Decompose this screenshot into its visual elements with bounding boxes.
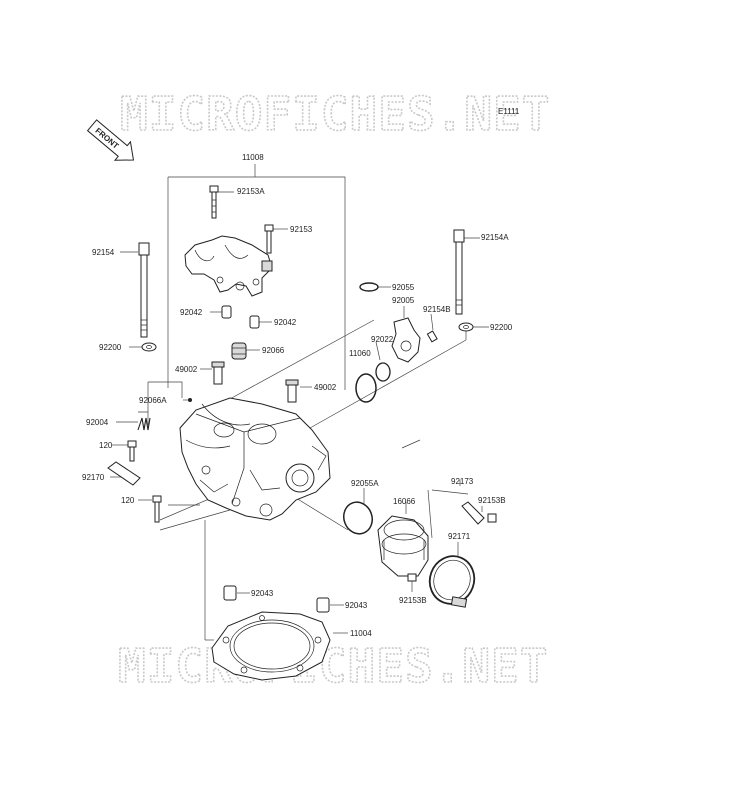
label-92043-b: 92043 xyxy=(345,601,368,610)
label-92022: 92022 xyxy=(371,335,394,344)
seal-92066: 92066 xyxy=(231,342,285,360)
label-92042-b: 92042 xyxy=(274,318,297,327)
dowel-pin-92042-b: 92042 xyxy=(249,315,297,329)
label-92066A: 92066A xyxy=(139,396,167,405)
plug-49002-b: 49002 xyxy=(285,379,337,403)
intake-pipe-16066: 16066 xyxy=(377,497,429,577)
label-120-a: 120 xyxy=(99,441,113,450)
bolt-120-b: 120 xyxy=(121,495,162,523)
stud-bolt-92154A: 92154A xyxy=(453,229,509,315)
label-92200-a: 92200 xyxy=(99,343,122,352)
label-92005: 92005 xyxy=(392,296,415,305)
bolt-92153: 92153 xyxy=(264,224,313,254)
spring-92004: 92004 xyxy=(86,417,151,431)
label-92055A: 92055A xyxy=(351,479,379,488)
label-11008: 11008 xyxy=(242,153,264,162)
dowel-pin-92043-a: 92043 xyxy=(223,585,274,601)
assembly-bracket-11008: 11008 xyxy=(167,153,346,506)
label-92154B: 92154B xyxy=(423,305,451,314)
o-ring-92055: 92055 xyxy=(359,282,415,292)
washer-92200-a: 92200 xyxy=(99,342,157,352)
stud-bolt-92154: 92154 xyxy=(92,242,150,338)
label-92154: 92154 xyxy=(92,248,115,257)
cylinder-head xyxy=(179,397,331,521)
label-49002-b: 49002 xyxy=(314,383,337,392)
head-gasket-11004: 11004 xyxy=(211,611,372,681)
label-92043-a: 92043 xyxy=(251,589,274,598)
watermark-bottom: MICROFICHES.NET xyxy=(118,639,548,693)
screw-92153B-right: 92153B xyxy=(478,496,506,523)
diagram-code: E1111 xyxy=(498,107,520,116)
plug-49002-a: 49002 xyxy=(175,361,225,385)
o-ring-92055A: 92055A xyxy=(343,479,379,535)
bolt-92153A: 92153A xyxy=(209,185,265,219)
label-92200-b: 92200 xyxy=(490,323,513,332)
label-92154A: 92154A xyxy=(481,233,509,242)
label-49002-a: 49002 xyxy=(175,365,198,374)
label-92055: 92055 xyxy=(392,283,415,292)
label-92042-a: 92042 xyxy=(180,308,203,317)
label-92153: 92153 xyxy=(290,225,313,234)
pin-92066A: 92066A xyxy=(139,396,192,405)
bolt-92154B: 92154B xyxy=(423,305,451,343)
camshaft-holder xyxy=(184,235,273,297)
watermark-top: MICROFICHES.NET xyxy=(120,87,550,141)
clamp-92171: 92171 xyxy=(428,532,476,608)
fitting-92005: 92005 xyxy=(391,296,421,363)
gasket-92022: 92022 xyxy=(371,335,394,382)
label-92153B-bottom: 92153B xyxy=(399,596,427,605)
leader-lines xyxy=(110,191,489,641)
dowel-pin-92043-b: 92043 xyxy=(316,597,368,613)
label-92153A: 92153A xyxy=(237,187,265,196)
label-16066: 16066 xyxy=(393,497,416,506)
bolt-120-a: 120 xyxy=(99,440,137,462)
label-120-b: 120 xyxy=(121,496,135,505)
guide-92170: 92170 xyxy=(82,461,141,486)
label-92171: 92171 xyxy=(448,532,471,541)
label-92153B-right: 92153B xyxy=(478,496,506,505)
screw-92153B-bottom: 92153B xyxy=(399,573,427,605)
label-92066: 92066 xyxy=(262,346,285,355)
label-92004: 92004 xyxy=(86,418,109,427)
dowel-pin-92042-a: 92042 xyxy=(180,305,232,319)
label-11004: 11004 xyxy=(350,629,372,638)
label-92173: 92173 xyxy=(451,477,474,486)
washer-92200-b: 92200 xyxy=(458,322,513,332)
o-ring-11060: 11060 xyxy=(349,349,377,403)
bracket-92173: 92173 xyxy=(451,477,485,525)
label-11060: 11060 xyxy=(349,349,371,358)
label-92170: 92170 xyxy=(82,473,105,482)
